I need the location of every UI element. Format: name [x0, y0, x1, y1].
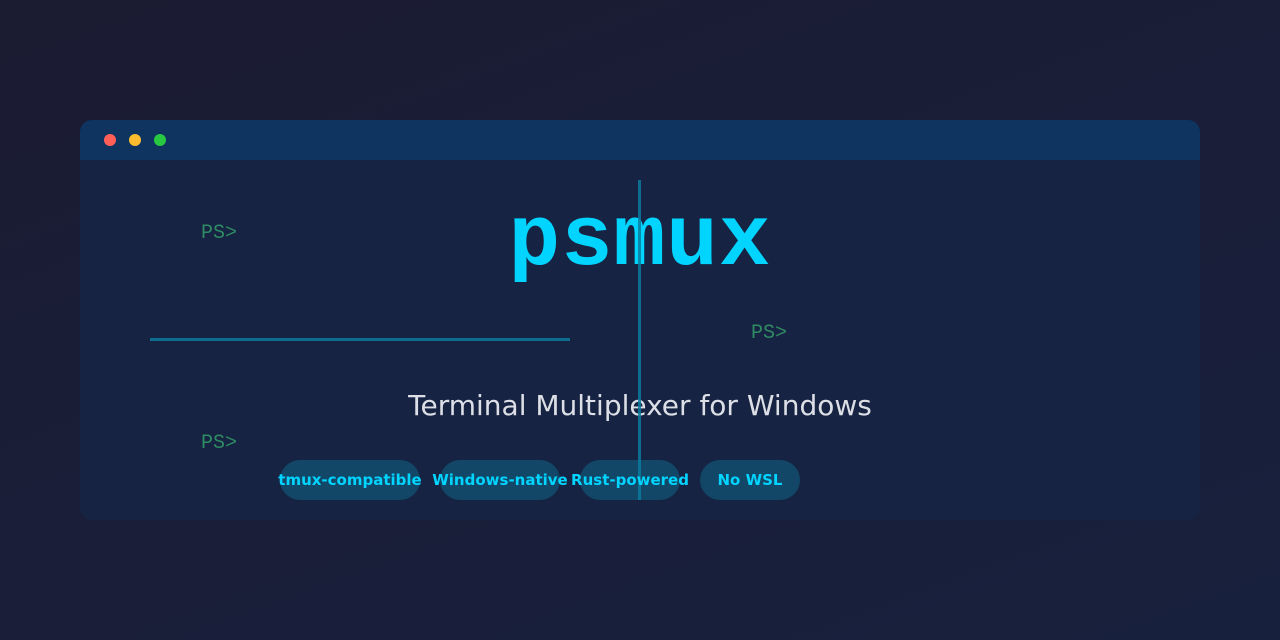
tag-label: Windows-native	[432, 471, 568, 489]
terminal-window: PS> PS> PS> psmux Terminal Multiplexer f…	[80, 120, 1200, 520]
vertical-pane-divider	[638, 180, 641, 500]
window-titlebar	[80, 120, 1200, 160]
tag-pill-windows-native	[440, 460, 560, 500]
pane-prompt-bottom-left: PS>	[201, 432, 238, 455]
tag-pill-no-wsl	[700, 460, 800, 500]
tag-pill-tmux-compatible	[280, 460, 420, 500]
tag-pill-rust-powered	[580, 460, 680, 500]
close-dot-icon[interactable]	[104, 134, 116, 146]
pane-prompt-right: PS>	[751, 322, 788, 345]
tag-label: No WSL	[717, 471, 783, 489]
maximize-dot-icon[interactable]	[154, 134, 166, 146]
tag-label: tmux-compatible	[278, 471, 422, 489]
horizontal-pane-divider	[150, 338, 570, 341]
pane-prompt-top-left: PS>	[201, 222, 238, 245]
minimize-dot-icon[interactable]	[129, 134, 141, 146]
tag-label: Rust-powered	[571, 471, 689, 489]
